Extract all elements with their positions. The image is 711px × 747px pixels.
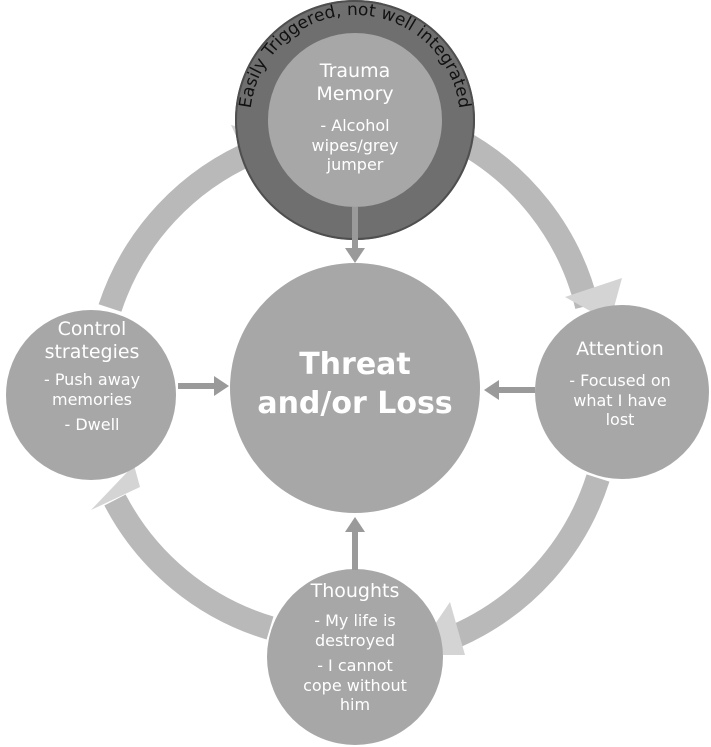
arrowhead-to-control — [91, 465, 140, 510]
control-strategies-node — [6, 310, 176, 480]
thoughts-item-4: cope without — [303, 675, 407, 695]
trauma-memory-text: Trauma Memory - Alcohol wipes/grey jumpe… — [280, 60, 430, 175]
trauma-memory-title: Trauma Memory — [280, 60, 430, 106]
attention-item-2: what I have — [573, 390, 667, 410]
thoughts-item-2: destroyed — [314, 630, 396, 650]
connector-thoughts-to-center — [345, 517, 365, 570]
cycle-arrow-trauma-to-attention — [449, 127, 599, 309]
control-strategies-text: Control strategies - Push away memories … — [22, 318, 162, 435]
attention-item-1: - Focused on — [569, 371, 671, 391]
control-item-1: - Push away — [43, 370, 141, 390]
trauma-title-line-2: Memory — [316, 83, 394, 106]
attention-node — [535, 305, 709, 479]
thoughts-text: Thoughts - My life is destroyed - I cann… — [275, 580, 435, 715]
cycle-arrow-control-to-trauma — [98, 138, 263, 312]
connector-attention-to-center — [484, 380, 535, 400]
cycle-arrow-attention-to-thoughts — [451, 474, 610, 647]
control-item-3: - Dwell — [64, 415, 120, 435]
thoughts-item-5: him — [339, 695, 371, 715]
threat-line-2: and/or Loss — [257, 386, 453, 421]
thoughts-node — [267, 569, 443, 745]
control-title-line-2: strategies — [44, 341, 140, 364]
threat-loss-node — [230, 263, 480, 513]
thoughts-item-3: - I cannot — [317, 656, 393, 676]
trauma-item-3: jumper — [326, 155, 384, 175]
cycle-arrow-thoughts-to-control — [104, 494, 274, 640]
thoughts-item-1: - My life is — [314, 611, 396, 631]
thoughts-title: Thoughts — [310, 580, 400, 602]
control-title-line-1: Control — [57, 318, 127, 340]
attention-text: Attention - Focused on what I have lost — [545, 338, 695, 430]
threat-line-1: Threat — [299, 347, 411, 382]
control-title: Control strategies — [22, 318, 162, 364]
control-item-2: memories — [51, 389, 132, 409]
trauma-item-1: - Alcohol — [320, 116, 390, 136]
attention-title: Attention — [576, 338, 664, 360]
connector-control-to-center — [178, 376, 229, 396]
trauma-title-line-1: Trauma — [319, 60, 391, 82]
connector-trauma-to-center — [345, 207, 365, 263]
trauma-memory-node — [268, 33, 442, 207]
threat-loss-text: Threat and/or Loss — [240, 345, 470, 423]
trauma-item-2: wipes/grey — [311, 135, 399, 155]
attention-item-3: lost — [605, 410, 635, 430]
